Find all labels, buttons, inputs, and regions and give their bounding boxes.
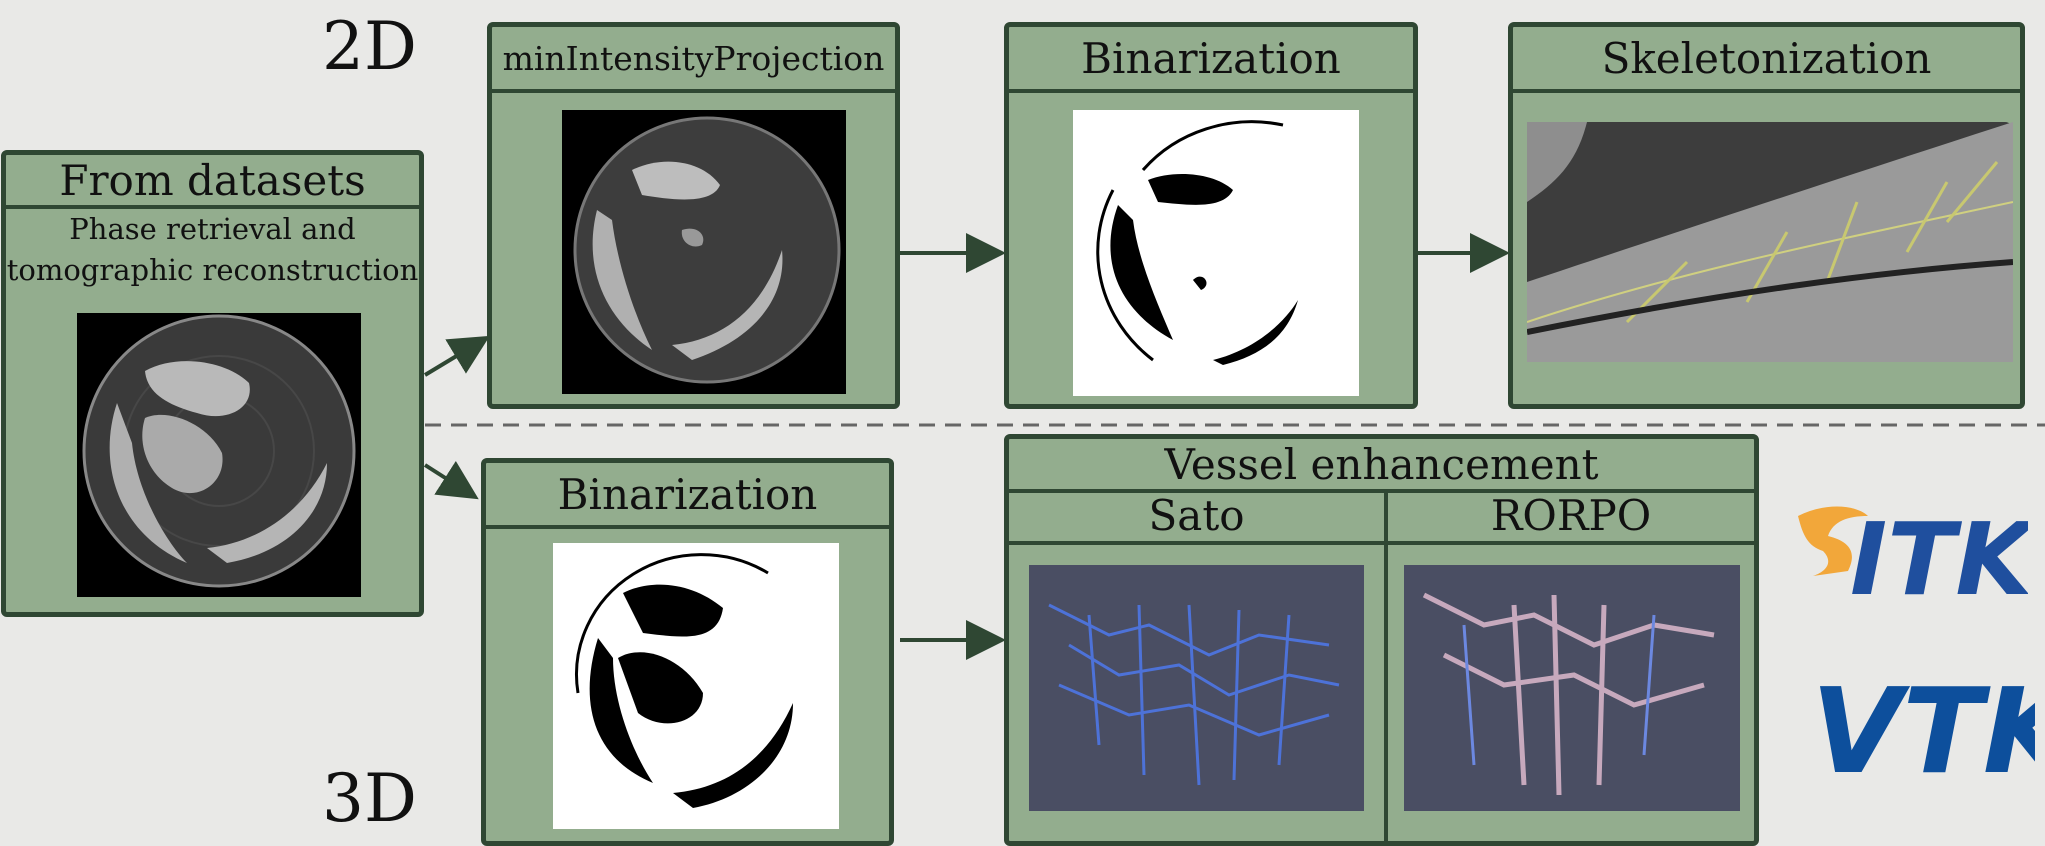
binarization-2d-image bbox=[1073, 110, 1359, 396]
skeletonization-image bbox=[1527, 122, 2013, 362]
step-3d-binarization-title: Binarization bbox=[486, 463, 889, 529]
itk-logo: ITK bbox=[1798, 501, 2028, 611]
sato-image bbox=[1029, 565, 1364, 811]
itk-logo-text: ITK bbox=[1850, 501, 2028, 611]
label-2d: 2D bbox=[322, 8, 417, 85]
source-box: From datasets Phase retrieval and tomogr… bbox=[1, 150, 424, 617]
step-3d-vessel-box: Vessel enhancement Sato RORPO bbox=[1004, 434, 1759, 846]
step-2d-skeletonization-box: Skeletonization bbox=[1508, 22, 2025, 409]
source-subtitle-1: Phase retrieval and bbox=[69, 212, 356, 246]
vtk-logo-text: VTK bbox=[1811, 662, 2035, 785]
source-title: From datasets bbox=[6, 155, 419, 209]
ct-slice-image bbox=[77, 313, 361, 597]
projection-image bbox=[562, 110, 846, 394]
binarization-3d-image bbox=[553, 543, 839, 829]
vessel-rorpo-label: RORPO bbox=[1388, 489, 1754, 545]
vessel-sato-label: Sato bbox=[1009, 489, 1388, 545]
vtk-logo: VTK bbox=[1811, 662, 2035, 785]
step-2d-projection-box: minIntensityProjection bbox=[487, 22, 900, 409]
step-2d-projection-title: minIntensityProjection bbox=[492, 27, 895, 93]
rorpo-image bbox=[1404, 565, 1740, 811]
step-3d-binarization-box: Binarization bbox=[481, 458, 894, 846]
label-3d: 3D bbox=[322, 760, 417, 837]
step-2d-binarization-box: Binarization bbox=[1004, 22, 1418, 409]
vessel-title: Vessel enhancement bbox=[1009, 439, 1754, 493]
arrow-to-3d bbox=[423, 460, 479, 500]
vessel-column-divider bbox=[1384, 545, 1388, 841]
step-2d-skeletonization-title: Skeletonization bbox=[1513, 27, 2020, 93]
arrow-to-2d bbox=[423, 335, 490, 377]
source-subtitle-2: tomographic reconstruction bbox=[6, 253, 419, 287]
step-2d-binarization-title: Binarization bbox=[1009, 27, 1413, 93]
